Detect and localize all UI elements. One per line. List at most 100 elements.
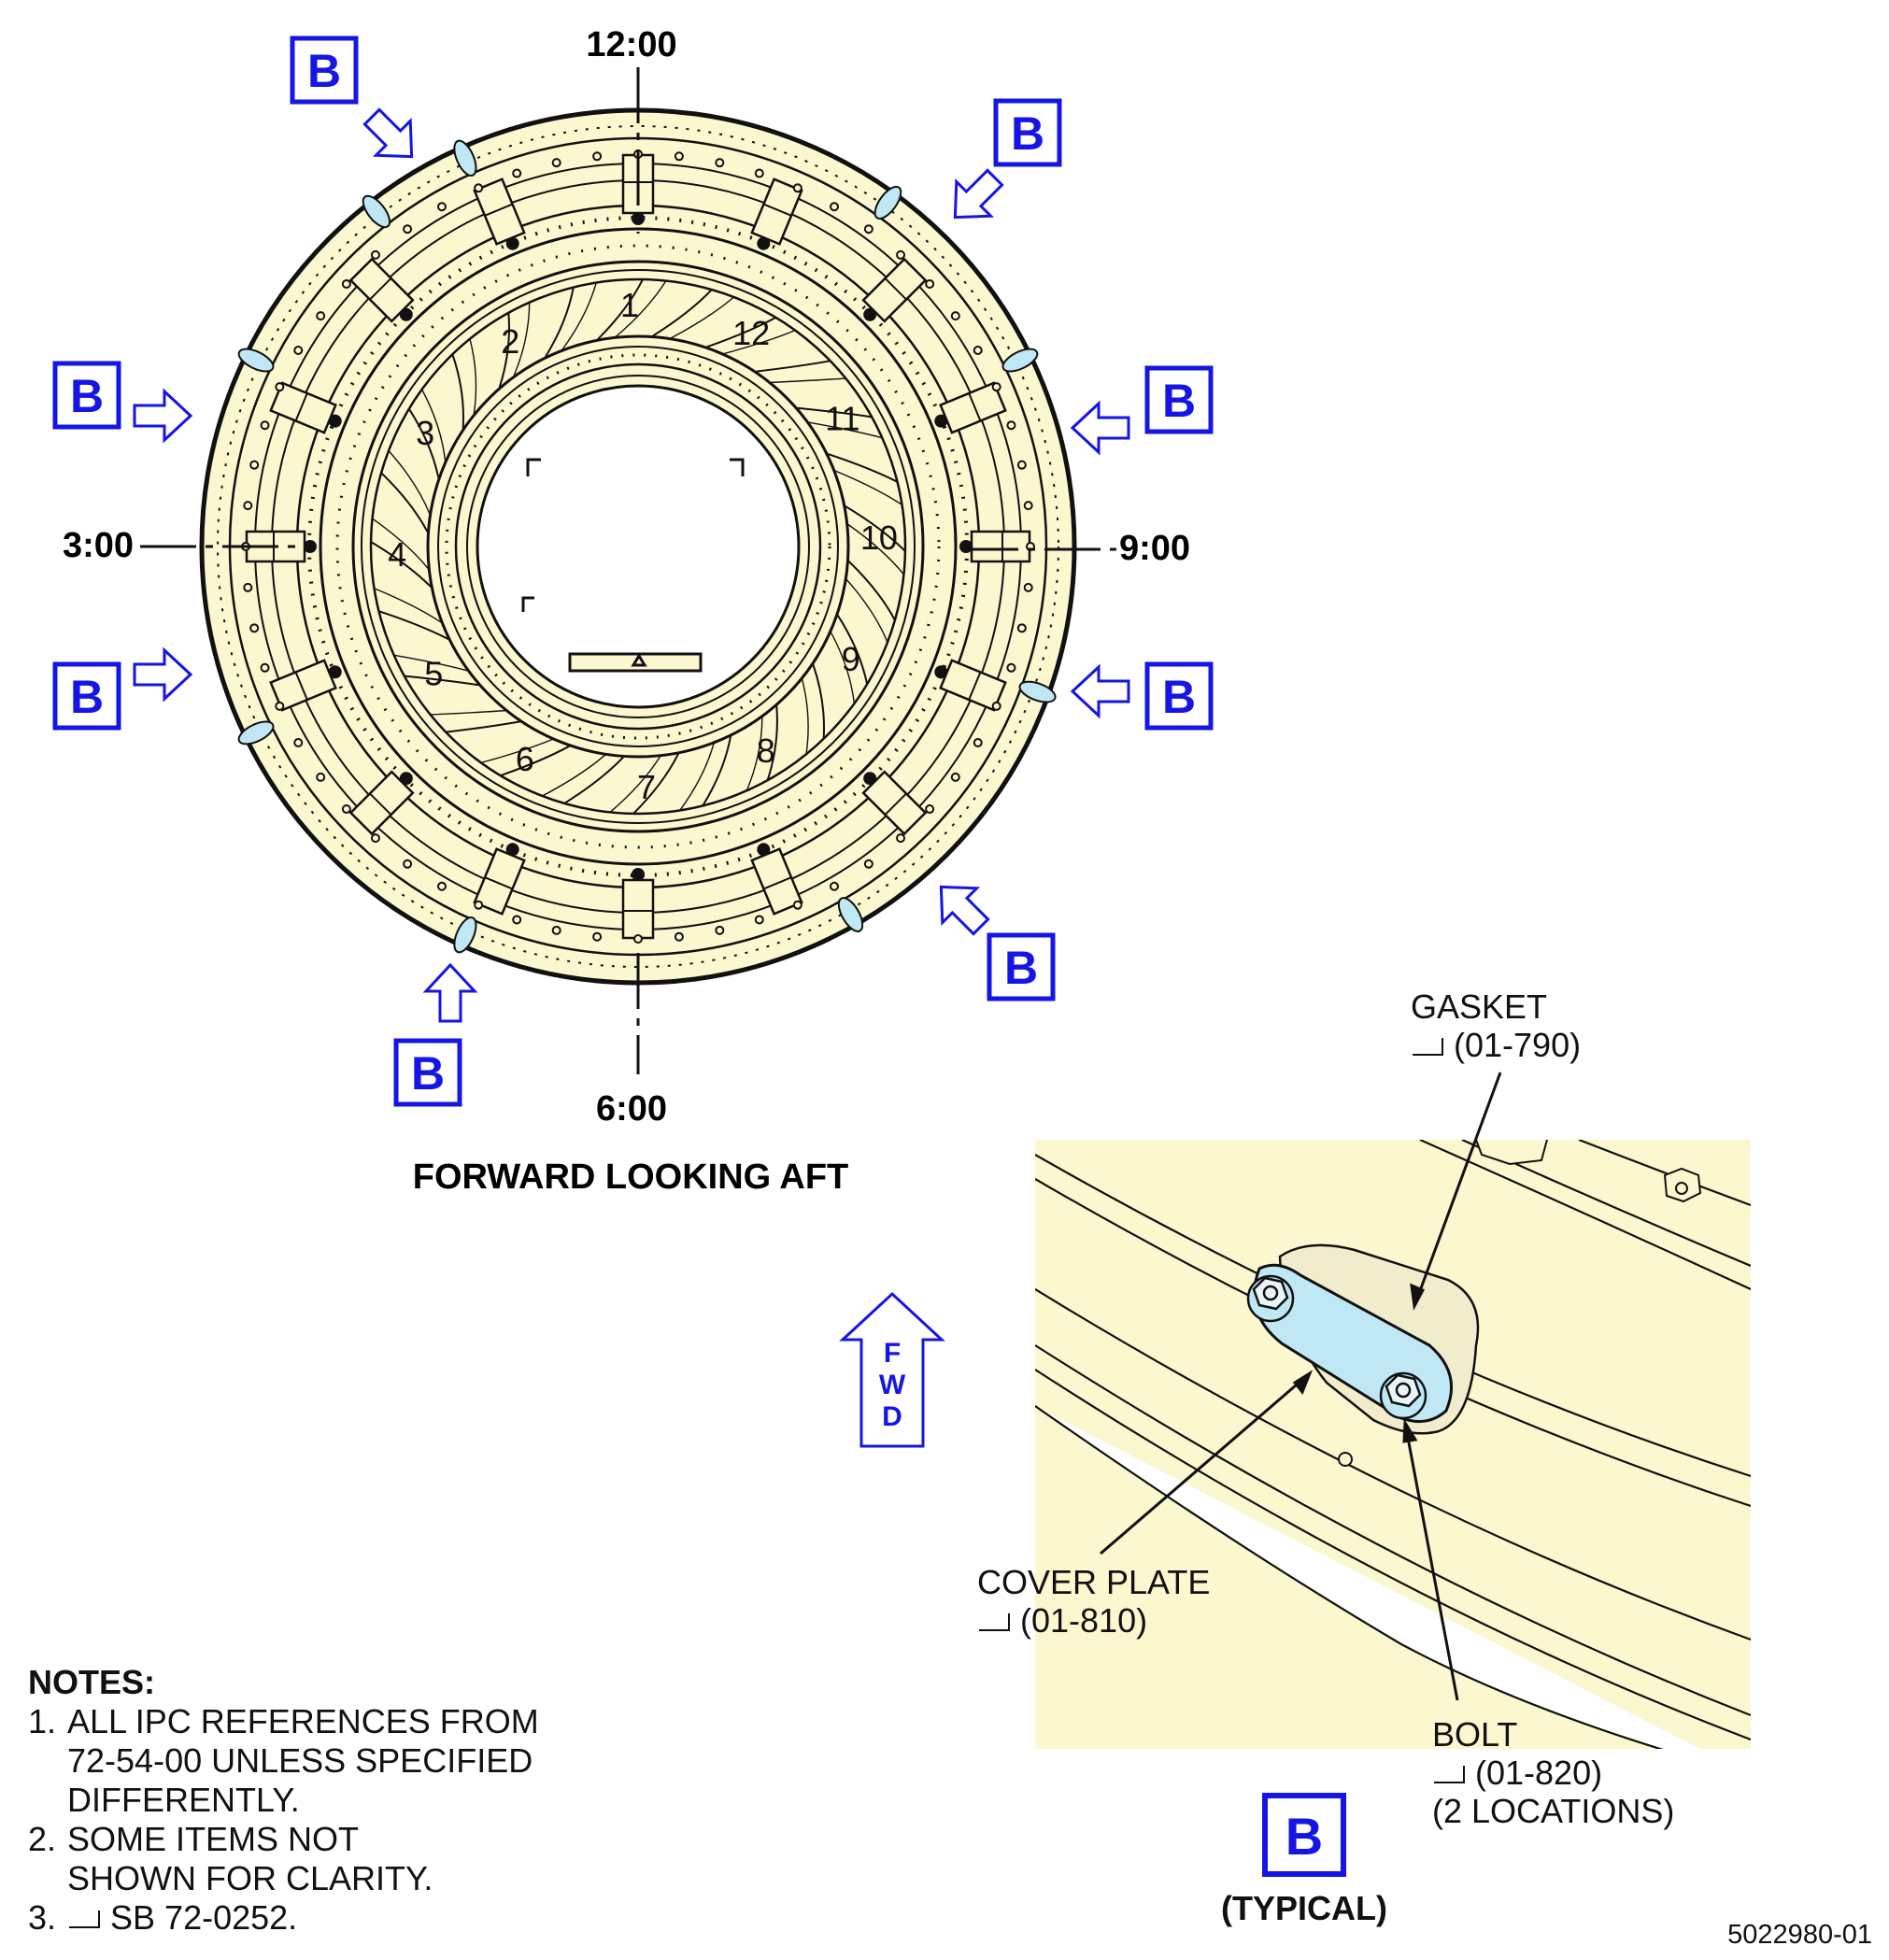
mount-bracket — [861, 257, 928, 323]
mount-bracket — [861, 770, 928, 836]
clock-label-9: 9:00 — [1119, 529, 1190, 568]
fwd-letter-d: D — [882, 1401, 902, 1432]
bolt-name: BOLT — [1432, 1715, 1518, 1754]
note-line: 1.ALL IPC REFERENCES FROM — [28, 1702, 539, 1740]
clock-reference-lines — [140, 67, 1116, 1074]
mount-bracket — [750, 178, 803, 250]
view-arrow-icon — [1070, 663, 1130, 719]
view-b-marker: B — [1070, 365, 1214, 456]
svg-text:B: B — [411, 1047, 445, 1100]
cover-plate-location — [237, 720, 275, 746]
view-arrow-icon — [362, 107, 414, 159]
cover-plate-location — [1018, 680, 1057, 703]
mount-bracket — [473, 843, 526, 916]
fwd-letter-w: W — [879, 1370, 906, 1400]
view-title: FORWARD LOOKING AFT — [413, 1158, 849, 1197]
hex-nut — [1663, 1167, 1702, 1203]
segment-number: 2 — [501, 322, 519, 361]
view-arrow-icon — [1070, 400, 1130, 456]
mount-bracket — [269, 381, 342, 434]
cover-plate-location — [453, 916, 477, 954]
effectivity-triangle-icon — [1413, 1038, 1443, 1056]
segment-number: 9 — [842, 640, 860, 678]
clock-label-3: 3:00 — [63, 526, 134, 565]
bolt-qty: (2 LOCATIONS) — [1432, 1792, 1675, 1830]
view-arrow-icon — [133, 388, 193, 444]
view-arrow-icon — [422, 962, 478, 1023]
effectivity-triangle-icon — [979, 1613, 1010, 1631]
gasket-ref: (01-790) — [1454, 1026, 1582, 1064]
segment-number: 3 — [416, 414, 434, 452]
mount-bracket — [473, 178, 526, 250]
detail-b-box — [1262, 1793, 1346, 1877]
gasket-leader — [1413, 1072, 1502, 1307]
clock-label-6: 6:00 — [596, 1089, 667, 1129]
detail-caption: (TYPICAL) — [1221, 1889, 1387, 1927]
bolt-leader — [1403, 1422, 1459, 1701]
bolt-callout: BOLT (01-820) (2 LOCATIONS) — [1432, 1715, 1674, 1830]
effectivity-triangle-icon — [69, 1910, 100, 1928]
effectivity-triangle-icon — [1434, 1766, 1465, 1783]
bolt-left — [1246, 1274, 1295, 1323]
bolt-ref: (01-820) — [1475, 1754, 1603, 1792]
view-b-marker: B — [290, 36, 414, 159]
segment-number: 8 — [757, 731, 775, 770]
note-line: 72-54-00 UNLESS SPECIFIED — [67, 1741, 533, 1780]
cover-plate-leader — [1100, 1371, 1311, 1555]
view-b-marker: B — [393, 962, 478, 1107]
svg-text:B: B — [307, 45, 341, 97]
view-arrow-icon — [953, 168, 1004, 220]
svg-text:B: B — [1162, 375, 1196, 427]
gasket-callout: GASKET (01-790) — [1411, 987, 1581, 1064]
note-line: 3. SB 72-0252. — [28, 1898, 298, 1937]
view-b-marker: B — [52, 361, 193, 444]
mount-bracket — [750, 843, 803, 916]
note-line: DIFFERENTLY. — [67, 1781, 300, 1819]
svg-text:B: B — [70, 671, 104, 723]
cover-plate-name: COVER PLATE — [977, 1563, 1211, 1601]
cover-plate-location — [837, 897, 864, 932]
cover-plate-location — [1001, 348, 1039, 373]
mount-bracket — [348, 257, 415, 323]
segment-number: 5 — [424, 655, 443, 693]
cover-plate-callout: COVER PLATE (01-810) — [977, 1563, 1210, 1640]
view-b-marker: B — [953, 98, 1062, 220]
bolt-right — [1379, 1371, 1427, 1420]
segment-number: 6 — [516, 740, 534, 778]
notes-title: NOTES: — [28, 1663, 156, 1701]
fwd-arrow: F W D — [839, 1291, 945, 1448]
center-bore — [476, 384, 801, 709]
cover-plate-location — [873, 185, 902, 220]
figure-id: 5022980-01 — [1727, 1920, 1872, 1950]
mount-bracket — [934, 659, 1007, 712]
segment-number: 11 — [825, 399, 859, 437]
gasket-name: GASKET — [1411, 987, 1548, 1026]
mount-bracket — [621, 868, 655, 940]
note-line: SHOWN FOR CLARITY. — [67, 1859, 433, 1897]
fwd-letter-f: F — [884, 1338, 901, 1369]
mount-bracket — [348, 770, 415, 836]
segment-number: 12 — [732, 314, 770, 352]
note-line: 2.SOME ITEMS NOT — [28, 1820, 360, 1858]
view-arrow-icon — [939, 885, 990, 936]
svg-text:B: B — [70, 370, 104, 422]
cover-plate-location — [453, 139, 477, 177]
svg-text:B: B — [1011, 107, 1044, 160]
svg-text:B: B — [1162, 671, 1196, 723]
view-b-marker: B — [939, 885, 1056, 1001]
view-arrow-icon — [133, 646, 193, 703]
detail-b-letter: B — [1285, 1807, 1323, 1866]
mount-bracket — [269, 659, 342, 712]
view-b-marker: B — [1070, 661, 1214, 731]
segment-number: 10 — [860, 518, 898, 557]
segment-number: 7 — [637, 768, 656, 806]
cover-plate-location — [362, 194, 391, 229]
cover-plate-location — [237, 348, 275, 373]
view-b-marker: B — [52, 646, 193, 731]
svg-text:B: B — [1004, 942, 1038, 994]
cover-plate-ref: (01-810) — [1020, 1601, 1148, 1640]
segment-number: 1 — [620, 286, 639, 324]
